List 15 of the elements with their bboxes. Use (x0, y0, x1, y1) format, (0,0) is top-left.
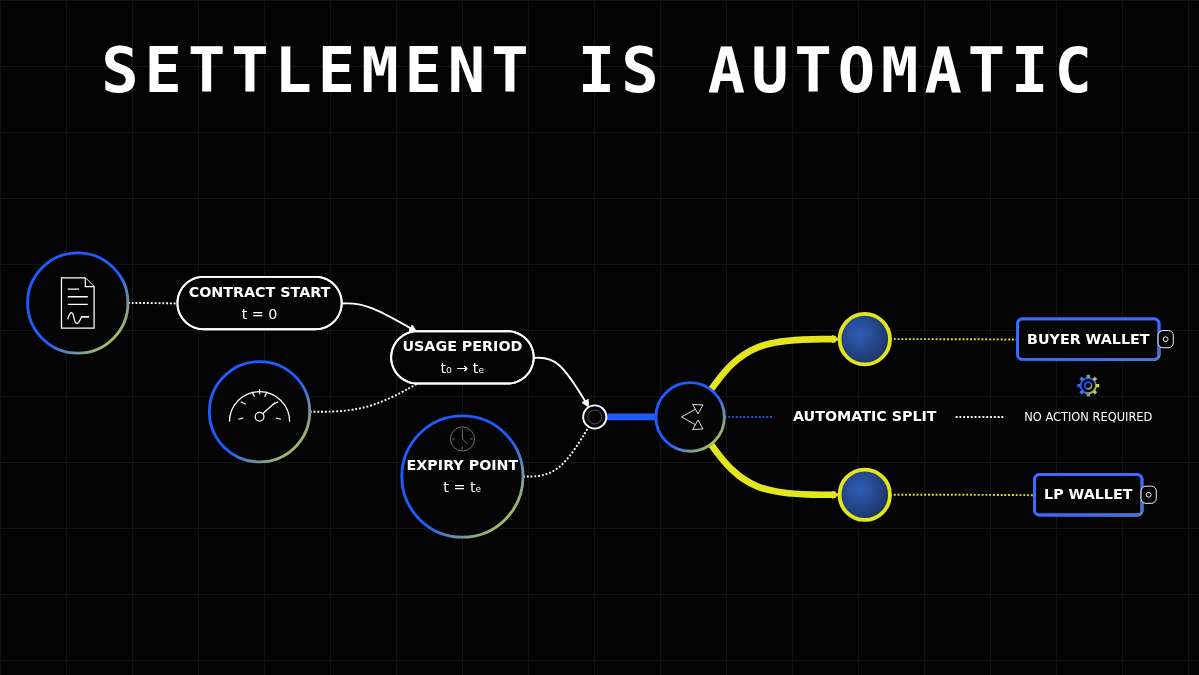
node-circle (582, 404, 608, 430)
node-text: NO ACTION REQUIRED (1024, 410, 1153, 424)
connector (606, 413, 656, 421)
arrow (533, 356, 590, 408)
node-circle (207, 360, 312, 464)
node-circle: EXPIRY POINT t = tₑ (400, 414, 525, 539)
node-circle (654, 381, 726, 453)
arrow (341, 302, 418, 333)
node-circle (837, 312, 892, 367)
node-circle (26, 251, 130, 355)
node-text: AUTOMATIC SPLIT (792, 408, 937, 426)
title: SETTLEMENT IS AUTOMATIC (100, 34, 1099, 107)
arrow (708, 334, 840, 392)
arrow (708, 442, 840, 499)
node-circle (837, 467, 892, 522)
